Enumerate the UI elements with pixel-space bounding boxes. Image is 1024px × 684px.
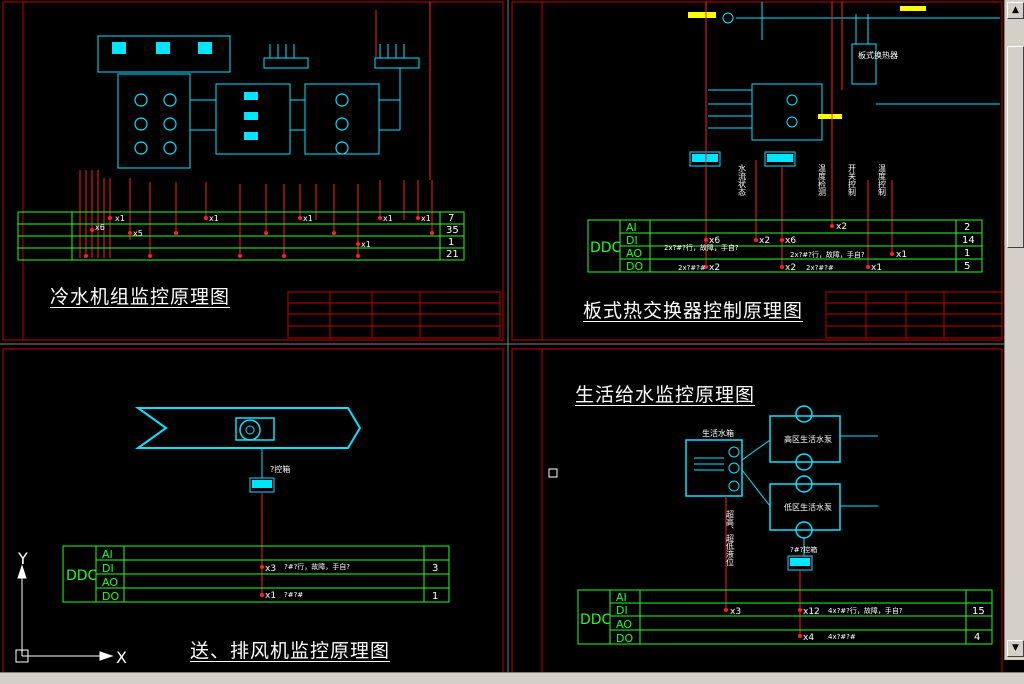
chiller-marker: x5 bbox=[133, 229, 143, 238]
fan-marker: x1 bbox=[265, 591, 276, 601]
water-note: 4x?#?行，故障，手自? bbox=[828, 606, 903, 615]
chiller-marker: x1 bbox=[361, 240, 371, 249]
svg-text:DO: DO bbox=[616, 632, 633, 645]
chiller-marker: x1 bbox=[303, 214, 313, 223]
io-ao: AO bbox=[626, 247, 642, 260]
plate-heat-exchanger-diagram: 板式换热器 水流状态 温度检测 开关控制 温度控制 DDC AI DI AO D… bbox=[587, 2, 1000, 273]
plate-marker: x1 bbox=[871, 263, 882, 273]
plate-vlabel: 温度检测 bbox=[818, 164, 827, 197]
plate-count: 5 bbox=[964, 261, 970, 272]
chiller-count-ao: 1 bbox=[448, 237, 454, 248]
scroll-up-icon[interactable]: ▲ bbox=[1007, 2, 1024, 19]
water-note: 4x?#?# bbox=[828, 633, 856, 641]
vertical-scrollbar[interactable]: ▲ ▼ bbox=[1004, 0, 1024, 660]
io-ai: AI bbox=[626, 221, 637, 234]
chiller-marker: x1 bbox=[383, 214, 393, 223]
plate-count: 14 bbox=[962, 235, 975, 246]
chiller-diagram: x1 x6 x5 x1 x1 x1 x1 x1 7 35 1 21 bbox=[17, 2, 465, 261]
svg-text:DO: DO bbox=[102, 590, 119, 603]
scroll-down-icon[interactable]: ▼ bbox=[1007, 640, 1024, 657]
chiller-marker: x6 bbox=[95, 223, 105, 232]
chiller-count-di: 35 bbox=[446, 225, 459, 236]
plate-vlabel: 水流状态 bbox=[738, 163, 747, 196]
title-water: 生活给水监控原理图 bbox=[575, 384, 756, 406]
plate-note: 2x?#?行，故障，手自? bbox=[664, 243, 739, 252]
svg-text:AO: AO bbox=[102, 576, 118, 589]
ucs-icon bbox=[15, 564, 114, 663]
tank-label: 生活水箱 bbox=[702, 428, 734, 438]
title-blocks bbox=[287, 291, 1003, 339]
chiller-count-do: 21 bbox=[446, 249, 459, 260]
plate-note: 2x?#?# bbox=[678, 264, 706, 272]
water-ddc-label: DDC bbox=[580, 612, 612, 628]
chiller-count-ai: 7 bbox=[448, 213, 454, 224]
io-do: DO bbox=[626, 260, 643, 273]
plate-note: 2x?#?# bbox=[806, 264, 834, 272]
fan-note: ?#?行，故障，手自? bbox=[284, 562, 350, 571]
pump-low-label: 低区生活水泵 bbox=[784, 502, 832, 512]
water-marker: x12 bbox=[803, 607, 820, 617]
svg-text:DI: DI bbox=[616, 604, 628, 617]
svg-text:DI: DI bbox=[102, 562, 114, 575]
drawing-svg: x1 x6 x5 x1 x1 x1 x1 x1 7 35 1 21 bbox=[0, 0, 1004, 683]
plate-marker: x6 bbox=[709, 236, 720, 246]
fan-marker: x3 bbox=[265, 564, 276, 574]
water-count: 15 bbox=[972, 606, 985, 617]
plate-vlabel: 开关控制 bbox=[848, 164, 857, 197]
svg-text:AO: AO bbox=[616, 618, 632, 631]
layout-tab-bar bbox=[0, 672, 1024, 684]
title-plate: 板式热交换器控制原理图 bbox=[583, 300, 804, 322]
svg-text:AI: AI bbox=[616, 591, 627, 604]
scroll-thumb[interactable] bbox=[1007, 46, 1024, 248]
svg-text:AI: AI bbox=[102, 548, 113, 561]
water-marker: x3 bbox=[730, 607, 741, 617]
water-count: 4 bbox=[974, 632, 980, 643]
fan-box-label: ?控箱 bbox=[270, 464, 290, 474]
io-di: DI bbox=[626, 234, 638, 247]
plate-box-label: 板式换热器 bbox=[858, 50, 898, 60]
ucs-y-label: Y bbox=[17, 549, 28, 568]
plate-marker: x2 bbox=[709, 263, 720, 273]
chiller-marker: x1 bbox=[421, 214, 431, 223]
title-chiller: 冷水机组监控原理图 bbox=[50, 286, 231, 308]
plate-marker: x1 bbox=[896, 250, 907, 260]
plate-note: 2x?#?行，故障，手自? bbox=[790, 250, 865, 259]
pump-high-label: 高区生活水泵 bbox=[784, 434, 832, 444]
plate-vlabel: 温度控制 bbox=[878, 164, 887, 197]
water-box-label: ?#?控箱 bbox=[790, 545, 817, 554]
water-marker: x4 bbox=[803, 633, 814, 643]
sheet-frames bbox=[2, 1, 1003, 680]
plate-marker: x2 bbox=[836, 222, 847, 232]
title-fan: 送、排风机监控原理图 bbox=[190, 640, 391, 662]
chiller-marker: x1 bbox=[209, 214, 219, 223]
fan-count: 1 bbox=[432, 591, 438, 602]
water-vlabel: 超高、超低液位 bbox=[726, 509, 735, 566]
plate-count: 2 bbox=[964, 222, 970, 233]
ucs-x-label: X bbox=[116, 648, 127, 667]
grip-square[interactable] bbox=[548, 468, 558, 478]
fan-note: ?#?# bbox=[284, 591, 303, 599]
fan-diagram: ?控箱 DDC AI DI AO DO x3 x1 ?#?行，故障，手自? ?#… bbox=[62, 407, 450, 603]
fan-count: 3 bbox=[432, 563, 438, 574]
plate-count: 1 bbox=[964, 248, 970, 259]
plate-marker: x2 bbox=[759, 236, 770, 246]
chiller-marker: x1 bbox=[115, 214, 125, 223]
water-supply-diagram: 生活水箱 高区生活水泵 低区生活水泵 ?#?控箱 超高、超低液位 DDC AI … bbox=[577, 405, 993, 645]
plate-marker: x6 bbox=[785, 236, 796, 246]
plate-marker: x2 bbox=[785, 263, 796, 273]
plate-ddc-label: DDC bbox=[590, 240, 622, 256]
fan-ddc-label: DDC bbox=[66, 568, 98, 584]
